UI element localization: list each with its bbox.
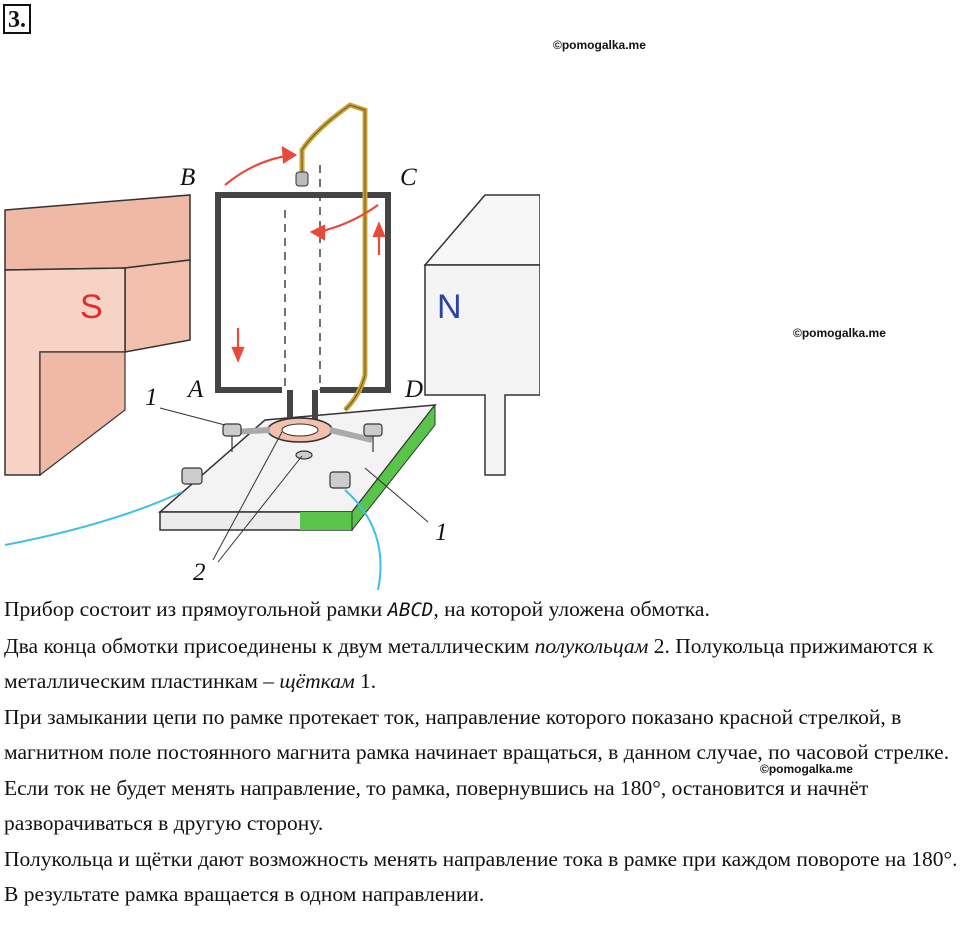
half-ring-label: 2 <box>193 559 206 586</box>
paragraph: Если ток не будет менять направление, то… <box>4 775 869 836</box>
half-ring-hole <box>281 423 319 437</box>
n-pole-label: N <box>437 288 462 326</box>
watermark: ©pomogalka.me <box>760 762 853 776</box>
cable-left <box>4 491 183 546</box>
term-half-rings: полукольцам <box>534 633 649 658</box>
corner-label-d: D <box>404 376 423 403</box>
n-magnet: N <box>423 194 540 476</box>
corner-label-a: A <box>186 376 204 403</box>
brush-label-left: 1 <box>145 384 158 411</box>
terminal-screws <box>181 423 383 489</box>
paragraph: При замыкании цепи по рамке протекает то… <box>4 704 950 765</box>
axle-wire <box>299 102 368 412</box>
brush-right <box>329 427 373 443</box>
frame-abcd <box>215 192 391 420</box>
axle-pivot <box>295 171 309 187</box>
corner-label-c: C <box>400 164 417 191</box>
s-magnet: S <box>4 194 191 477</box>
paragraph: Прибор состоит из прямоугольной рамки AB… <box>4 597 710 621</box>
term-brushes: щёткам <box>279 669 355 693</box>
axle-wire-outline <box>301 104 366 411</box>
electric-motor-figure: S N B C <box>4 102 540 590</box>
paragraph: Два конца обмотки присоединены к двум ме… <box>4 633 934 694</box>
leader-lines <box>159 407 429 563</box>
s-pole-label: S <box>80 288 103 326</box>
formula: ABCD <box>387 599 434 621</box>
brush-label-right: 1 <box>435 519 448 546</box>
paragraph: Полукольца и щётки дают возможность меня… <box>4 846 958 907</box>
task-number: 3. <box>3 4 31 34</box>
explanation-text: Прибор состоит из прямоугольной рамки AB… <box>4 592 959 913</box>
current-arrows <box>224 145 386 363</box>
cable-right <box>344 489 382 590</box>
watermark: ©pomogalka.me <box>553 38 646 52</box>
watermark: ©pomogalka.me <box>793 326 886 340</box>
corner-label-b: B <box>180 164 195 191</box>
